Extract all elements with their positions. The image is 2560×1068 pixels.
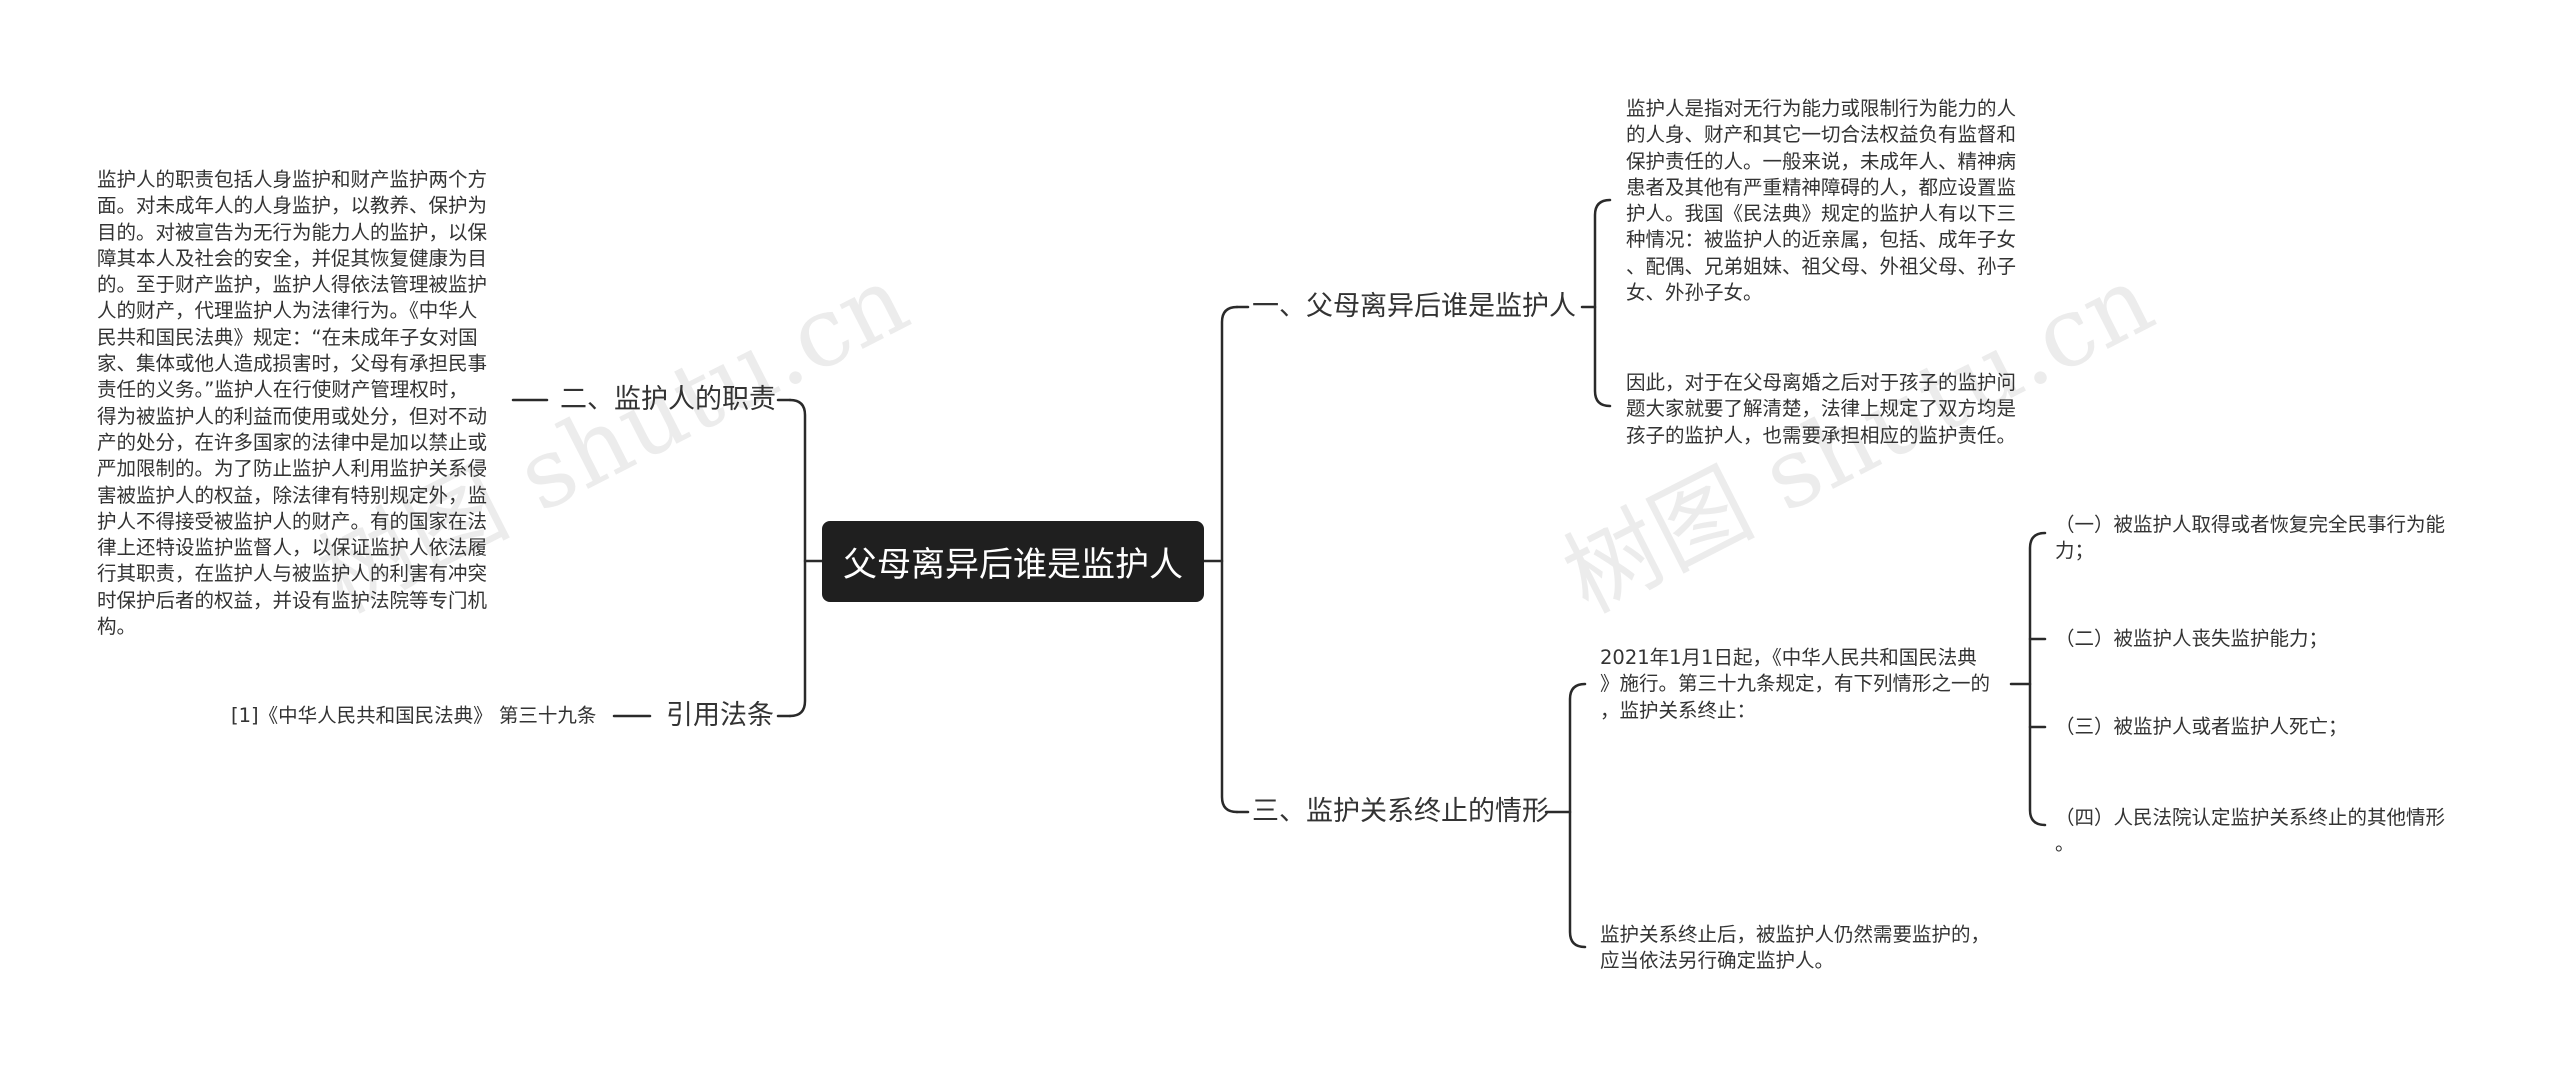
- leaf-both-parents-guardians: 因此，对于在父母离婚之后对于孩子的监护问 题大家就要了解清楚，法律上规定了双方均…: [1626, 371, 2017, 447]
- connector-b3-bracket: [1568, 682, 1587, 949]
- connector-b1-bracket: [1593, 198, 1612, 408]
- leaf-item-4: （四）人民法院认定监护关系终止的其他情形 。: [2055, 806, 2446, 856]
- connector-l4-bracket: [2028, 531, 2047, 827]
- leaf-civil-code-article: 2021年1月1日起，《中华人民共和国民法典 》施行。第三十九条规定，有下列情形…: [1600, 646, 1991, 722]
- root-node[interactable]: 父母离异后谁是监护人: [822, 521, 1204, 602]
- branch-who-is-guardian[interactable]: 一、父母离异后谁是监护人: [1252, 291, 1576, 322]
- leaf-item-1: （一）被监护人取得或者恢复完全民事行为能 力；: [2055, 513, 2446, 563]
- leaf-after-termination: 监护关系终止后，被监护人仍然需要监护的， 应当依法另行确定监护人。: [1600, 923, 1991, 973]
- leaf-guardian-definition: 监护人是指对无行为能力或限制行为能力的人 的人身、财产和其它一切合法权益负有监督…: [1626, 97, 2017, 305]
- branch-cited-law[interactable]: 引用法条: [666, 700, 774, 731]
- branch-termination[interactable]: 三、监护关系终止的情形: [1252, 796, 1549, 827]
- connector-left-trunk: [788, 398, 807, 718]
- connector-right-trunk: [1220, 305, 1239, 814]
- leaf-item-2: （二）被监护人丧失监护能力；: [2055, 627, 2329, 650]
- leaf-duties-text: 监护人的职责包括人身监护和财产监护两个方 面。对未成年人的人身监护，以教养、保护…: [97, 168, 488, 639]
- leaf-item-3: （三）被监护人或者监护人死亡；: [2055, 715, 2348, 738]
- leaf-citation: [1]《中华人民共和国民法典》 第三十九条: [231, 704, 597, 727]
- branch-guardian-duties[interactable]: 二、监护人的职责: [560, 384, 776, 415]
